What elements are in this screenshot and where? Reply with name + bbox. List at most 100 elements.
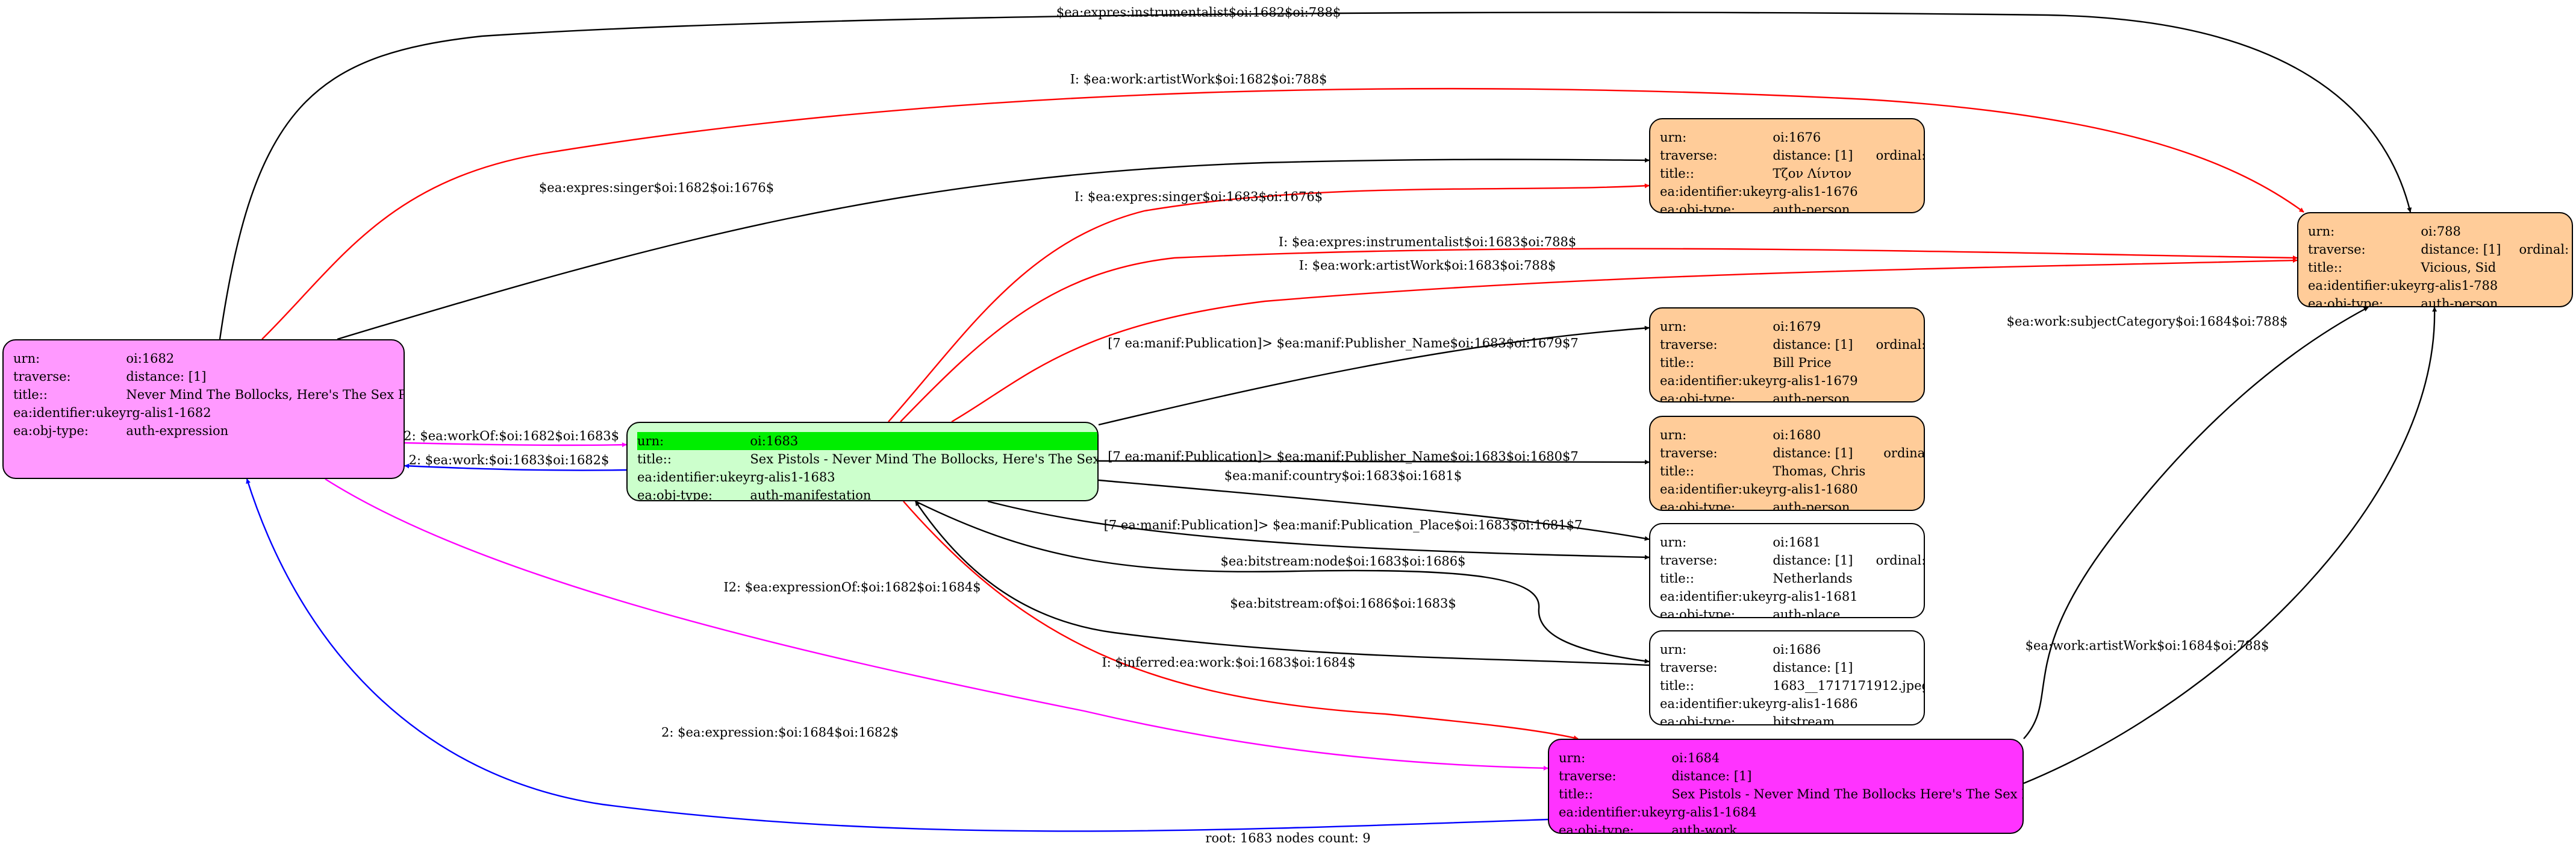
edge-label: I: $ea:expres:instrumentalist$oi:1683$oi…	[1279, 235, 1576, 249]
edge: $ea:manif:country$oi:1683$oi:1681$	[1098, 469, 1650, 541]
field-key: ea:identifier:ukey	[637, 470, 750, 484]
field-key: urn:	[1660, 428, 1687, 442]
edge: $ea:expres:singer$oi:1682$oi:1676$	[337, 157, 1650, 340]
field-value: distance: [1]	[1671, 769, 1752, 783]
edge: [7 ea:manif:Publication]> $ea:manif:Publ…	[987, 500, 1650, 560]
field-value: Thomas, Chris	[1773, 464, 1866, 478]
edge-line	[888, 183, 1650, 422]
edge: I: $ea:expres:singer$oi:1683$oi:1676$	[888, 183, 1650, 422]
node-field-row: traverse:distance: [1]ordinal: 4	[1559, 767, 2022, 785]
field-value: distance: [1]	[126, 369, 207, 384]
field-key: ea:identifier:ukey	[13, 406, 126, 420]
node-field-row: ea:obj-type:auth-manifestation	[637, 486, 1097, 501]
edge-line	[900, 248, 2298, 422]
field-value: Sex Pistols - Never Mind The Bollocks He…	[1671, 787, 2022, 801]
field-value: rg-alis1-1684	[1671, 805, 1757, 819]
field-key: title::	[637, 452, 672, 466]
field-key: urn:	[1660, 319, 1687, 334]
node-field-row: ea:obj-type:auth-expression	[13, 422, 404, 440]
node-oi-1680[interactable]: urn: oi:1680 traverse:distance: [1]ordinal…	[1649, 416, 1925, 511]
field-value: rg-alis1-1679	[1773, 374, 1858, 388]
field-value: oi:1679	[1773, 319, 1821, 334]
field-key: urn:	[1660, 130, 1687, 145]
field-value: distance: [1]	[1773, 148, 1853, 163]
field-value: oi:1680	[1773, 428, 1821, 442]
field-key: urn:	[1559, 751, 1586, 765]
edge-line	[325, 478, 1548, 771]
field-key: title::	[1660, 678, 1694, 693]
node-field-row: ea:obj-type:auth-person	[2308, 295, 2572, 306]
node-field-row: ea:obj-type:auth-person	[1660, 390, 1924, 401]
field-key: ea:obj-type:	[1660, 500, 1735, 511]
field-key: ea:identifier:ukey	[1660, 697, 1773, 711]
field-value: rg-alis1-1681	[1773, 589, 1858, 604]
edge-label: $ea:bitstream:of$oi:1686$oi:1683$	[1230, 597, 1456, 611]
field-key: ea:identifier:ukey	[1660, 184, 1773, 199]
edge-label: I: $ea:work:artistWork$oi:1682$oi:788$	[1070, 72, 1327, 87]
edge: $ea:work:artistWork$oi:1684$oi:788$	[2023, 306, 2369, 739]
field-key: ea:identifier:ukey	[1660, 482, 1773, 496]
field-key: urn:	[13, 351, 40, 366]
field-value: 1683__1717171912.jpeg	[1773, 678, 1925, 693]
node-field-row: urn:oi:1676	[1660, 128, 1924, 146]
node-field-row: urn:oi:788	[2308, 222, 2572, 240]
field-value: distance: [1]	[1773, 446, 1853, 460]
node-field-row: urn:oi:1686	[1660, 640, 1924, 659]
edge-label: I: $ea:work:artistWork$oi:1683$oi:788$	[1299, 258, 1556, 273]
node-field-row: urn:oi:1681	[1660, 533, 1924, 551]
node-field-row: ea:obj-type:auth-work	[1559, 821, 2022, 833]
node-field-row: title::Never Mind The Bollocks, Here's T…	[13, 386, 404, 404]
edge: [7 ea:manif:Publication]> $ea:manif:Publ…	[1098, 325, 1650, 426]
edge: I: $ea:work:artistWork$oi:1682$oi:788$	[261, 72, 2304, 340]
node-field-row: traverse:distance: [1]ordinal: 6	[2308, 240, 2572, 258]
node-field-row: traverse:distance: [1]ordinal: 8	[1660, 444, 1924, 462]
field-key: title::	[13, 387, 48, 402]
edge-line	[987, 500, 1650, 560]
field-value: rg-alis1-1683	[750, 470, 835, 484]
field-key: ea:identifier:ukey	[2308, 278, 2421, 293]
field-key: traverse:	[1559, 769, 1617, 783]
edge-line	[915, 500, 1650, 664]
node-field-row: traverse:distance: [1]ordinal: 1	[13, 368, 404, 386]
field-value: auth-person	[1773, 500, 1850, 511]
node-field-row: title::Netherlands	[1660, 569, 1924, 587]
field-key: ea:obj-type:	[13, 424, 89, 438]
field-value: auth-person	[1773, 202, 1850, 213]
node-field-row: urn:oi:1682	[13, 349, 404, 368]
edge-line	[1098, 459, 1650, 465]
field-key: title::	[1660, 464, 1694, 478]
field-key: traverse:	[1660, 553, 1718, 568]
edge-line	[2023, 306, 2369, 739]
field-key: ea:obj-type:	[637, 488, 713, 501]
field-value: rg-alis1-1682	[126, 406, 211, 420]
field-value: rg-alis1-1676	[1773, 184, 1858, 199]
field-value: oi:1683	[750, 432, 1097, 450]
edge-label: [7 ea:manif:Publication]> $ea:manif:Publ…	[1108, 449, 1579, 464]
node-field-row: title::Thomas, Chris	[1660, 462, 1924, 480]
node-field-row: urn: oi:1679	[1660, 318, 1924, 336]
field-ordinal: ordinal: 7	[1876, 337, 1925, 352]
node-field-row: title::Τζον Λίντον	[1660, 164, 1924, 183]
field-value: auth-place	[1773, 607, 1841, 618]
edge-label: $ea:work:artistWork$oi:1684$oi:788$	[2026, 639, 2269, 653]
edge: I2: $ea:expressionOf:$oi:1682$oi:1684$	[325, 478, 1548, 771]
